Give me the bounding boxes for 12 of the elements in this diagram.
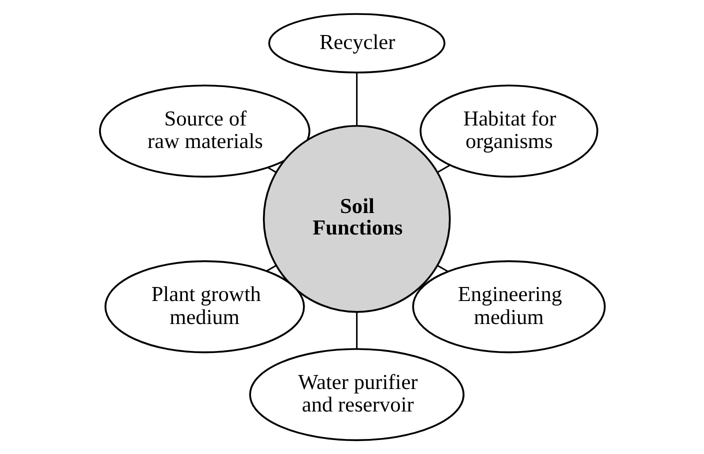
node-ellipse: Recycler: [268, 13, 445, 74]
connector: [266, 265, 276, 272]
node-ellipse: Plant growth medium: [104, 260, 304, 354]
connector: [436, 265, 448, 272]
node-ellipse: Habitat for organisms: [419, 84, 598, 178]
connector: [356, 73, 358, 126]
connector: [356, 312, 358, 350]
node-ellipse: Engineering medium: [412, 260, 606, 354]
node-ellipse: Water purifier and reservoir: [248, 348, 464, 442]
connector: [436, 164, 450, 173]
node-ellipse: Source of raw materials: [98, 84, 310, 178]
connector: [266, 166, 276, 173]
